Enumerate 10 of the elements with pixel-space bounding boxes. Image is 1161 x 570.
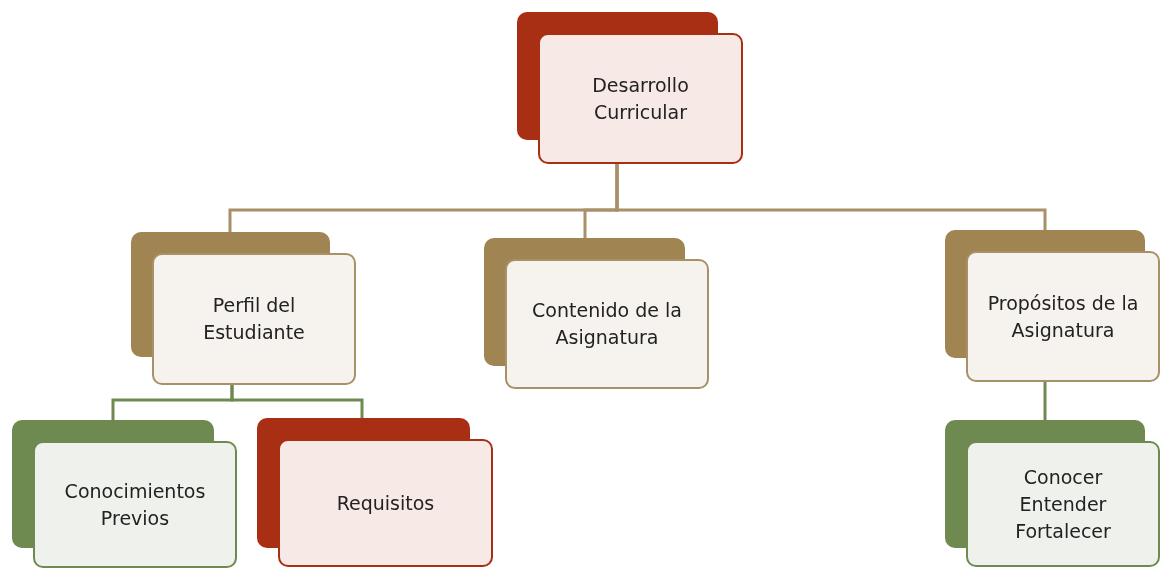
- node-label: Perfil del Estudiante: [202, 293, 306, 345]
- connector-line: [230, 385, 364, 418]
- node-label: Contenido de la Asignatura: [531, 298, 683, 350]
- node-label: Propósitos de la Asignatura: [986, 290, 1140, 343]
- node-label: Conocimientos Previos: [63, 478, 207, 531]
- node-label: Conocer Entender Fortalecer: [1014, 464, 1112, 544]
- connector-line: [615, 164, 1047, 230]
- node-label: Desarrollo Curricular: [591, 72, 690, 125]
- connector-line: [1043, 382, 1047, 420]
- node-label: Requisitos: [336, 490, 435, 516]
